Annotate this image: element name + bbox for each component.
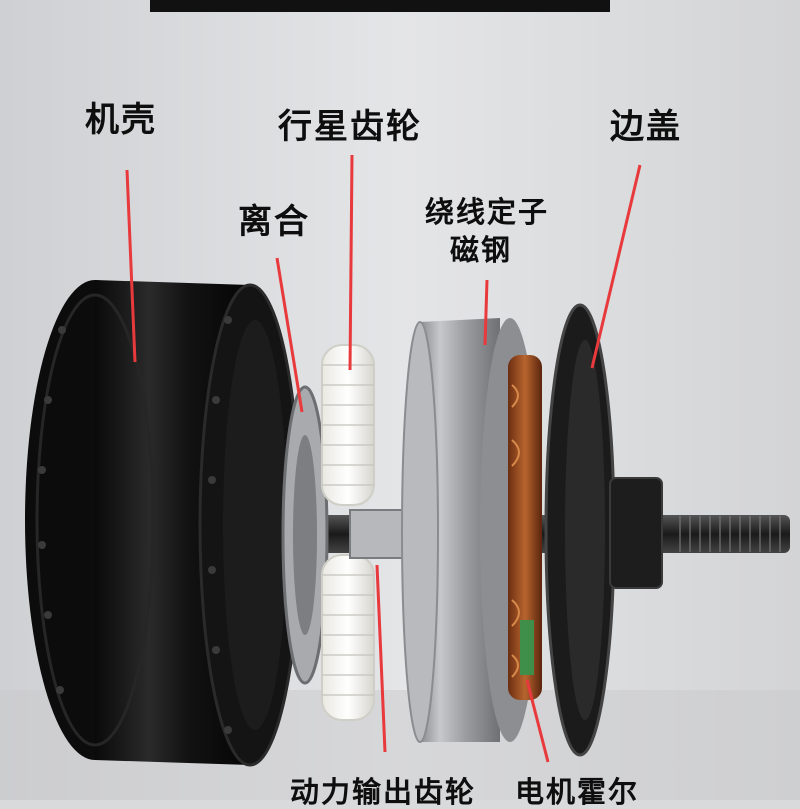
callout-line-clutch: [275, 257, 304, 413]
label-output-gear: 动力输出齿轮: [290, 775, 477, 809]
output-gear: [349, 509, 411, 559]
top-dark-strip: [150, 0, 610, 12]
label-clutch: 离合: [238, 202, 310, 242]
clutch-part: [281, 385, 329, 685]
callout-line-output-gear: [375, 564, 387, 753]
callout-line-stator: [483, 279, 489, 346]
callout-lines: [125, 154, 642, 763]
label-planetary-gear: 行星齿轮: [278, 107, 422, 147]
axle-nut: [609, 477, 663, 589]
label-housing: 机壳: [85, 100, 157, 140]
label-stator-line1: 绕线定子: [425, 195, 550, 229]
motor-housing: [25, 280, 302, 767]
copper-windings: [508, 355, 542, 700]
label-stator-line2: 磁钢: [450, 233, 513, 267]
label-hall-sensor: 电机霍尔: [515, 775, 640, 809]
hall-sensor-board: [520, 620, 534, 675]
callout-line-housing: [125, 169, 137, 363]
end-cover: [544, 303, 663, 757]
label-end-cover: 边盖: [610, 107, 682, 147]
callout-line-end-cover: [590, 164, 642, 369]
callout-line-hall-sensor: [525, 679, 550, 763]
callout-line-planetary-gear: [348, 154, 354, 371]
axle-thread: [679, 516, 781, 552]
planetary-gears: [321, 344, 375, 721]
